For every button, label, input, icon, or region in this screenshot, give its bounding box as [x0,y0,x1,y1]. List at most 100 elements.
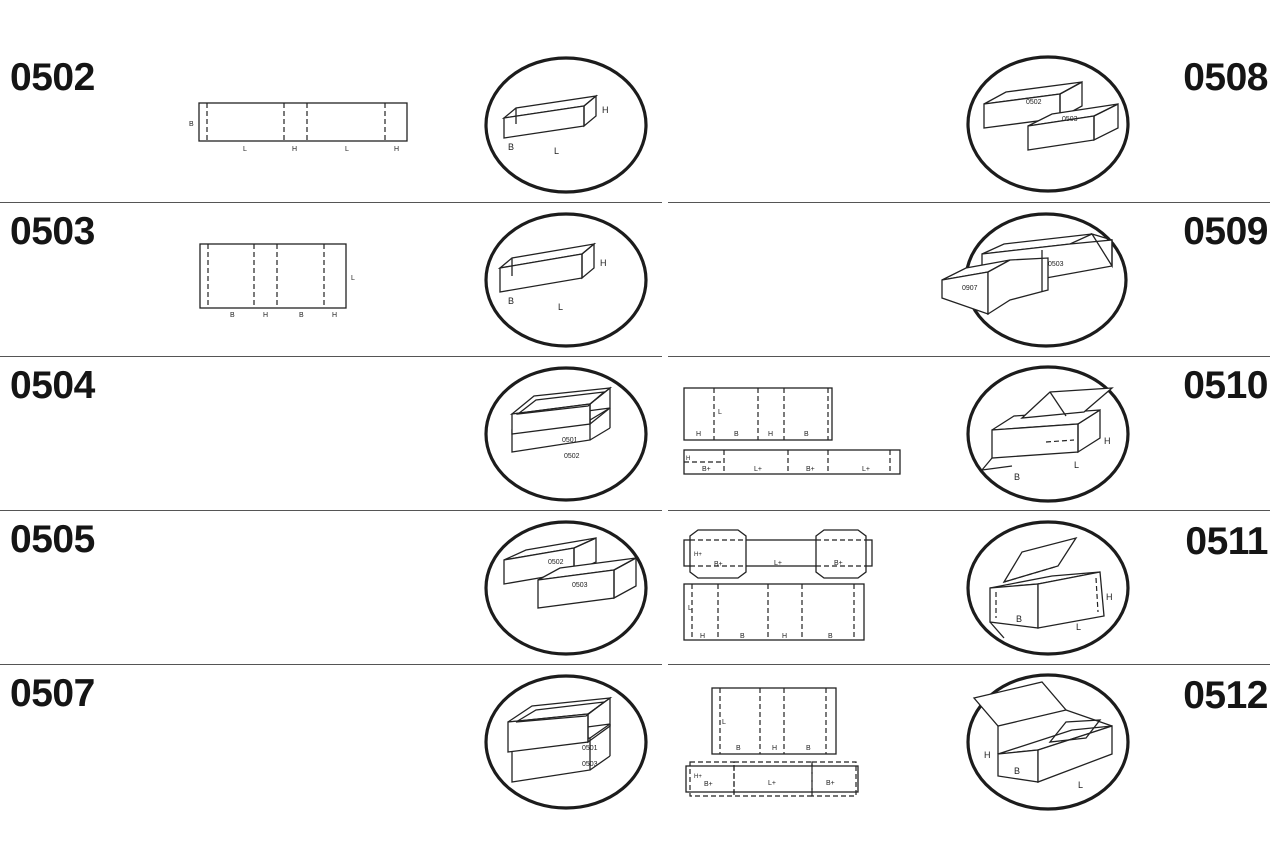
box-illustration-0510: H B L [966,365,1130,503]
box-illustration-0511: H B L [966,520,1130,656]
box-label: B [1014,472,1020,482]
flat-label: H [263,312,268,319]
box-label: 0907 [962,285,978,292]
flat-label: L+ [768,780,776,787]
box-label: H [600,258,607,268]
flat-label: H [686,456,690,462]
flat-label: H+ [694,774,702,780]
box-label: B [1014,766,1020,776]
flat-label: L [345,146,349,153]
flat-label: L [351,275,355,282]
flat-label: L [718,409,722,416]
flat-label: L+ [754,466,762,473]
box-label: L [1078,780,1083,790]
flat-layout-0512: L B H B H+ B+ L+ B+ [685,687,859,797]
row-divider [0,664,662,665]
flat-label: B [189,121,194,128]
code-0503: 0503 [10,210,95,253]
box-illustration-0505: 0502 0503 [484,520,648,656]
flat-label: H [394,146,399,153]
box-illustration-0509: 0907 0503 [941,212,1128,348]
code-0509: 0509 [1183,210,1268,253]
row-divider [668,664,1270,665]
flat-label: B+ [714,561,723,568]
row-divider [668,356,1270,357]
flat-label: B [230,312,235,319]
flat-label: B+ [826,780,835,787]
row-divider [0,510,662,511]
box-label: H [602,105,609,115]
flat-label: B+ [704,781,713,788]
row-divider [0,356,662,357]
flat-layout-0510: L H B H B H B+ L+ B+ L+ [683,387,901,475]
flat-label: B+ [806,466,815,473]
box-label: 0503 [1048,261,1064,268]
flat-outline [711,687,837,755]
code-0512: 0512 [1183,674,1268,717]
box-label: 0502 [548,559,564,566]
flat-label: H [772,745,777,752]
box-label: L [554,146,559,156]
flat-layout-0503: L B H B H [199,243,355,319]
flat-outline [683,539,873,567]
box-illustration-0512: H B L [966,673,1130,811]
flat-label: H [782,633,787,640]
flat-label: L [243,146,247,153]
flat-label: L+ [862,466,870,473]
box-label: 0503 [1062,116,1078,123]
flat-label: H [292,146,297,153]
row-divider [0,202,662,203]
flat-layout-0511: H+ B+ L+ B+ L H B H B [683,529,873,641]
box-illustration-0508: 0502 0503 [966,55,1130,193]
flat-label: L [722,719,726,726]
box-label: 0502 [564,453,580,460]
box-label: H [1104,436,1111,446]
box-illustration-0507: 0501 0503 [484,674,648,810]
flat-label: H [768,431,773,438]
flat-label: B [734,431,739,438]
code-0502: 0502 [10,56,95,99]
box-label: L [558,302,563,312]
flat-label: L [688,605,692,612]
flat-label: B [740,633,745,640]
box-label: 0501 [582,745,598,752]
flat-outline [199,243,347,309]
flat-label: B [806,745,811,752]
box-label: L [1076,622,1081,632]
flat-outline [685,765,859,793]
flat-label: L+ [774,560,782,567]
code-0504: 0504 [10,364,95,407]
box-label: 0501 [562,437,578,444]
flat-outline [683,583,865,641]
flat-label: B [299,312,304,319]
box-label: B [508,296,514,306]
flat-label: H [696,431,701,438]
row-divider [668,202,1270,203]
box-label: B [508,142,514,152]
flat-label: H+ [694,552,702,558]
box-illustration-0504: 0501 0502 [484,366,648,502]
code-0505: 0505 [10,518,95,561]
flat-label: B [736,745,741,752]
box-label: H [984,750,991,760]
flat-label: H [332,312,337,319]
flat-label: B+ [834,560,843,567]
flat-outline [198,102,408,142]
row-divider [668,510,1270,511]
flat-label: B+ [702,466,711,473]
code-0507: 0507 [10,672,95,715]
box-label: 0502 [1026,99,1042,106]
code-0508: 0508 [1183,56,1268,99]
flat-layout-0502: B L H L H [189,102,408,153]
code-0511: 0511 [1185,520,1268,563]
flat-label: B [804,431,809,438]
box-label: L [1074,460,1079,470]
flat-label: B [828,633,833,640]
code-0510: 0510 [1183,364,1268,407]
box-label: 0503 [572,582,588,589]
flat-label: H [700,633,705,640]
box-label: B [1016,614,1022,624]
box-illustration-0503: H B L [484,212,648,348]
box-label: 0503 [582,761,598,768]
box-illustration-0502: H B L [484,56,648,194]
